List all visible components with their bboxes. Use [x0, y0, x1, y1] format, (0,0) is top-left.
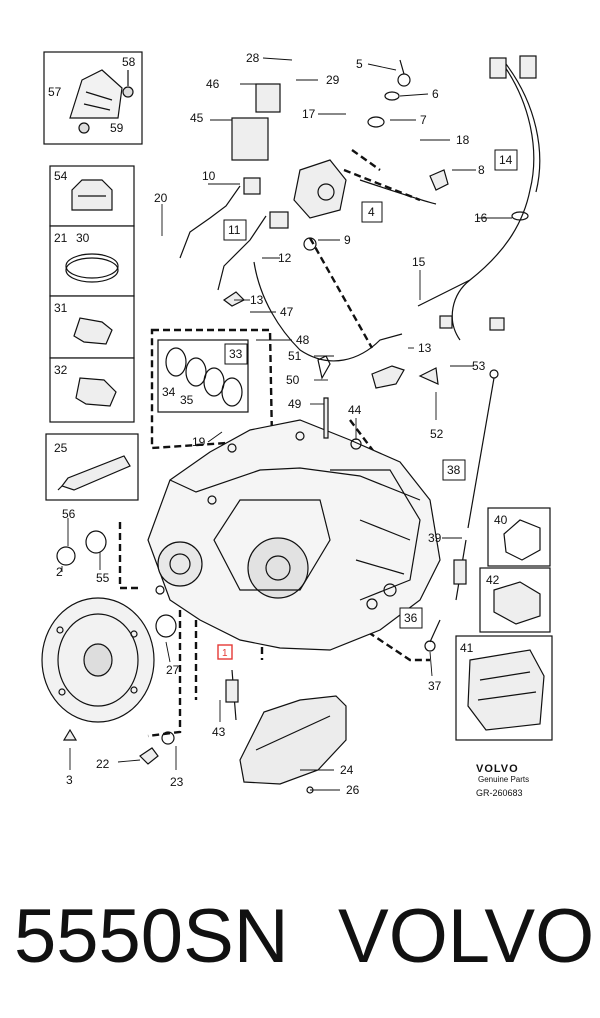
inset-tube	[45, 433, 139, 501]
inset-label-31: 31	[54, 301, 68, 315]
highlight-marker	[217, 644, 233, 660]
callout-9: 9	[344, 233, 351, 247]
callout-45: 45	[190, 111, 204, 125]
callout-19: 19	[192, 435, 206, 449]
callout-44: 44	[348, 403, 362, 417]
footer-caption: 5550SN VOLVO	[0, 862, 600, 1012]
callout-50: 50	[286, 373, 300, 387]
callout-12: 12	[278, 251, 292, 265]
inset-gasket	[487, 507, 551, 567]
inset-label-32: 32	[54, 363, 68, 377]
brand-block: VOLVO Genuine Parts GR-260683	[476, 763, 529, 798]
inset-label-30: 30	[76, 231, 90, 245]
boxed-label-38: 38	[447, 463, 461, 477]
inset-solenoid	[479, 567, 551, 633]
oil-pan	[239, 695, 347, 785]
boxed-label-42: 42	[486, 573, 500, 587]
inset-label-59: 59	[110, 121, 124, 135]
seal-ring-56	[56, 546, 76, 566]
boxed-label-36: 36	[404, 611, 418, 625]
callout-28: 28	[246, 51, 260, 65]
callout-26: 26	[346, 783, 360, 797]
callout-15: 15	[412, 255, 426, 269]
callout-8: 8	[478, 163, 485, 177]
inset-label-54: 54	[54, 169, 68, 183]
callout-39: 39	[428, 531, 442, 545]
callout-16: 16	[474, 211, 488, 225]
inset-labels: 57 58 59 54 21 30 31 32 25 34 35	[48, 55, 194, 455]
callout-2: 2	[56, 565, 63, 579]
diagram-ref: GR-260683	[476, 788, 523, 798]
callout-53: 53	[472, 359, 486, 373]
callout-56: 56	[62, 507, 76, 521]
callout-51: 51	[288, 349, 302, 363]
callout-55: 55	[96, 571, 110, 585]
seal-27	[155, 614, 177, 638]
boxed-label-40: 40	[494, 513, 508, 527]
callout-18: 18	[456, 133, 470, 147]
inset-label-25: 25	[54, 441, 68, 455]
boxed-labels: 4 11 14 33 38 36 40 42 41	[228, 153, 513, 655]
callout-10: 10	[202, 169, 216, 183]
callout-13a: 13	[250, 293, 264, 307]
callout-13b: 13	[418, 341, 432, 355]
callout-24: 24	[340, 763, 354, 777]
inset-label-35: 35	[180, 393, 194, 407]
inset-clip	[49, 295, 135, 359]
brand-subtitle: Genuine Parts	[478, 775, 529, 784]
callout-22: 22	[96, 757, 110, 771]
torque-converter	[41, 597, 155, 723]
leader-lines	[61, 57, 512, 791]
washer-23	[161, 731, 175, 745]
brand-logo-text: VOLVO	[476, 763, 519, 775]
callout-29: 29	[326, 73, 340, 87]
exploded-view-svg: 28 46 29 45 17 5 6 7 18 8 10 20 9 12 16 …	[41, 51, 553, 798]
boxed-label-41: 41	[460, 641, 474, 655]
brand-name: VOLVO	[338, 894, 595, 979]
boxed-label-frames	[223, 149, 518, 629]
part-number: 5550SN	[14, 894, 289, 979]
boxed-label-33: 33	[229, 347, 243, 361]
inset-label-34: 34	[162, 385, 176, 399]
inset-label-57: 57	[48, 85, 62, 99]
inset-holder	[49, 357, 135, 423]
callout-27: 27	[166, 663, 180, 677]
parts-diagram: 28 46 29 45 17 5 6 7 18 8 10 20 9 12 16 …	[41, 51, 553, 798]
boxed-label-14: 14	[499, 153, 513, 167]
callout-1: 1	[222, 648, 228, 659]
dipstick	[424, 369, 499, 652]
inset-valve-body	[455, 635, 553, 741]
callout-49: 49	[288, 397, 302, 411]
boxed-label-11: 11	[228, 223, 241, 237]
boxed-label-4: 4	[368, 205, 375, 219]
inset-bracket	[43, 51, 143, 145]
callout-labels: 28 46 29 45 17 5 6 7 18 8 10 20 9 12 16 …	[56, 51, 488, 797]
callout-3: 3	[66, 773, 73, 787]
callout-47: 47	[280, 305, 294, 319]
inset-label-58: 58	[122, 55, 136, 69]
callout-5: 5	[356, 57, 363, 71]
inset-plug	[49, 165, 135, 227]
callout-7: 7	[420, 113, 427, 127]
wiring-harness	[417, 55, 541, 341]
callout-52: 52	[430, 427, 444, 441]
sensor-group	[62, 59, 449, 794]
callout-23: 23	[170, 775, 184, 789]
callout-6: 6	[432, 87, 439, 101]
callout-48: 48	[296, 333, 310, 347]
seal-55	[85, 530, 107, 554]
callout-43: 43	[212, 725, 226, 739]
callout-17: 17	[302, 107, 316, 121]
inset-clamp	[49, 225, 135, 297]
callout-46: 46	[206, 77, 220, 91]
inset-label-21: 21	[54, 231, 68, 245]
callout-37: 37	[428, 679, 442, 693]
callout-20: 20	[154, 191, 168, 205]
transmission-housing	[147, 419, 441, 651]
